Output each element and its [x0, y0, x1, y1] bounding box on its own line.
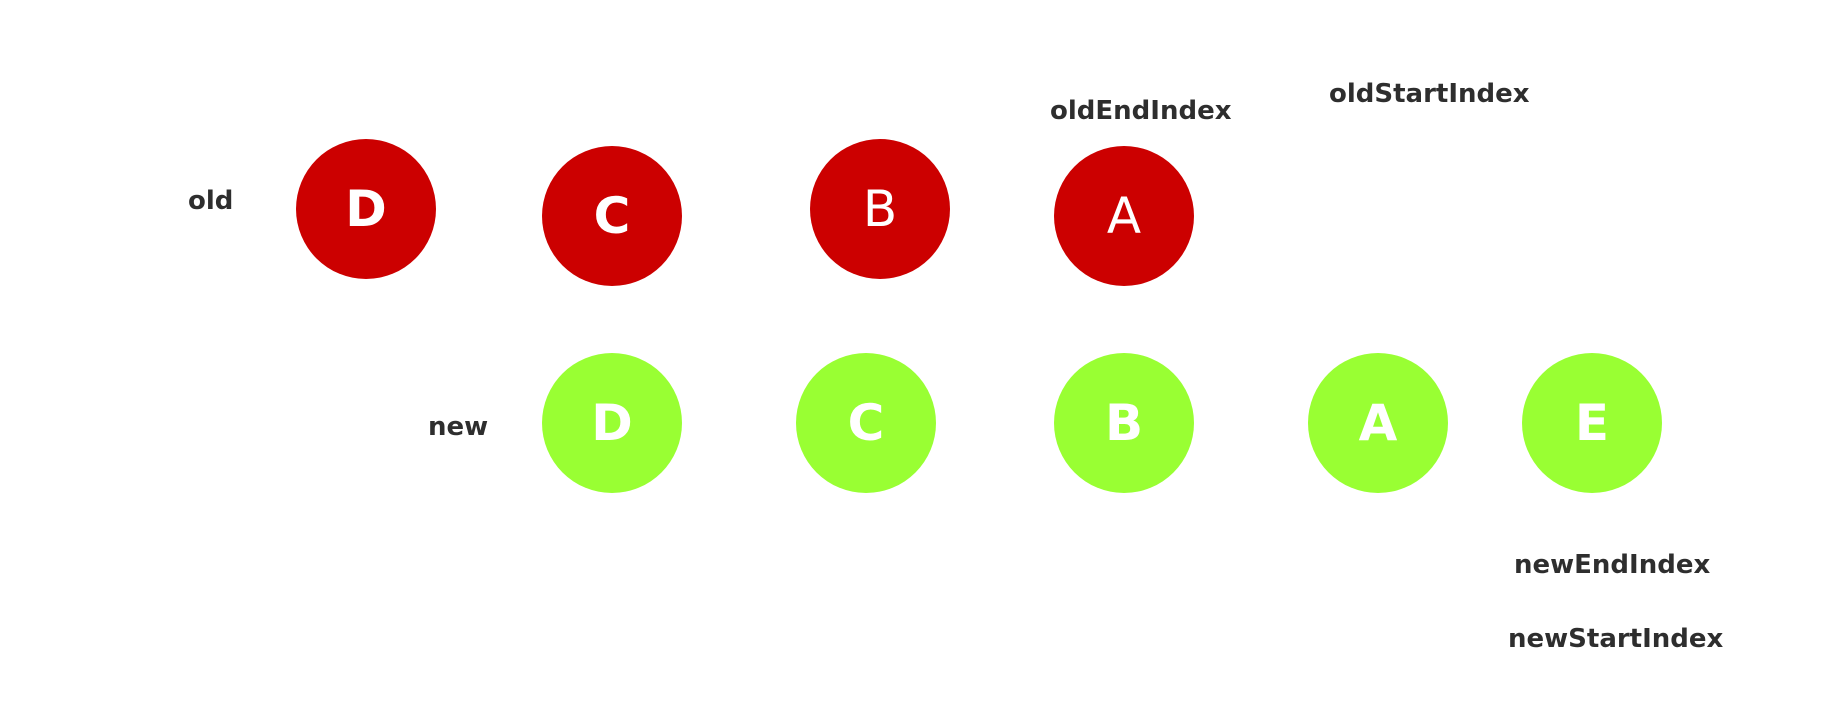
new-node-d: D: [542, 353, 682, 493]
new-node-e: E: [1522, 353, 1662, 493]
old-node-b-letter: B: [862, 180, 898, 238]
new-node-c: C: [796, 353, 936, 493]
old-node-a-letter: A: [1106, 187, 1142, 245]
new-node-d-letter: D: [591, 394, 633, 452]
old-node-c: C: [542, 146, 682, 286]
new-node-c-letter: C: [847, 394, 885, 452]
new-node-a: A: [1308, 353, 1448, 493]
new-node-b-letter: B: [1104, 394, 1144, 452]
old-row-label: old: [188, 186, 234, 216]
new-start-index-label: newStartIndex: [1508, 624, 1724, 654]
new-node-a-letter: A: [1358, 394, 1398, 452]
old-start-index-label: oldStartIndex: [1329, 79, 1530, 109]
new-end-index-label: newEndIndex: [1514, 550, 1711, 580]
old-node-c-letter: C: [593, 187, 631, 245]
old-node-d-letter: D: [345, 180, 387, 238]
old-node-d: D: [296, 139, 436, 279]
old-node-b: B: [810, 139, 950, 279]
old-end-index-label: oldEndIndex: [1050, 96, 1232, 126]
old-node-a: A: [1054, 146, 1194, 286]
new-node-e-letter: E: [1574, 394, 1610, 452]
new-node-b: B: [1054, 353, 1194, 493]
new-row-label: new: [428, 412, 489, 442]
